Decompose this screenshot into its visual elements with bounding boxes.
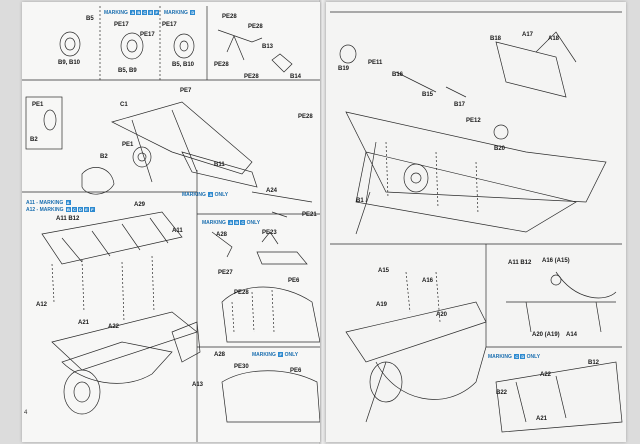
- part-pe6: PE6: [288, 278, 300, 284]
- right-instruction-page: B19 PE11 B18 A17 A18 B16 B15 B17 PE12 B2…: [326, 2, 626, 442]
- part-b12: B12: [588, 360, 600, 366]
- part-pe7: PE7: [180, 88, 192, 94]
- part-b13: B13: [262, 44, 274, 50]
- right-page-drawings: [330, 11, 623, 433]
- part-a15: A15: [378, 268, 390, 274]
- part-b19: B19: [338, 66, 350, 72]
- part-a19: A19: [376, 302, 388, 308]
- part-pe21: PE21: [302, 212, 317, 218]
- part-b9-b10: B9, B10: [58, 60, 81, 66]
- part-b16: B16: [392, 72, 404, 78]
- part-b15: B15: [422, 92, 434, 98]
- part-pe27: PE27: [218, 270, 233, 276]
- page-number: 4: [24, 410, 28, 416]
- part-pe1-b: PE1: [122, 142, 134, 148]
- part-a21: A21: [536, 416, 548, 422]
- part-pe12: PE12: [466, 118, 481, 124]
- part-a22: A22: [540, 372, 552, 378]
- part-pe6-b: PE6: [290, 368, 302, 374]
- part-a20-a19: A20 (A19): [532, 332, 560, 338]
- part-a16: A16: [422, 278, 434, 284]
- part-pe28-e: PE28: [298, 114, 313, 120]
- part-pe17-b: PE17: [140, 32, 155, 38]
- part-b5-b9: B5, B9: [118, 68, 137, 74]
- part-pe28-b: PE28: [248, 24, 263, 30]
- part-pe1: PE1: [32, 102, 44, 108]
- part-a13: A13: [192, 382, 204, 388]
- part-b11: B11: [214, 162, 225, 168]
- part-pe28-d: PE28: [244, 74, 259, 80]
- part-pe28-f: PE28: [234, 290, 249, 296]
- part-pe30: PE30: [234, 364, 249, 370]
- part-a24: A24: [266, 188, 278, 194]
- part-a16-a15: A16 (A15): [542, 258, 570, 264]
- part-a20: A20: [436, 312, 448, 318]
- part-a14: A14: [566, 332, 578, 338]
- part-a11-b12: A11 B12: [56, 216, 80, 222]
- part-a28: A28: [216, 232, 228, 238]
- part-a11-b12: A11 B12: [508, 260, 532, 266]
- part-b5: B5: [86, 16, 94, 22]
- part-b2: B2: [30, 137, 38, 143]
- part-b5-b10: B5, B10: [172, 62, 195, 68]
- part-a28-b: A28: [214, 352, 226, 358]
- part-b18: B18: [490, 36, 502, 42]
- part-pe28-c: PE28: [214, 62, 229, 68]
- part-pe28-a: PE28: [222, 14, 237, 20]
- part-pe11: PE11: [368, 60, 383, 66]
- part-b20: B20: [494, 146, 506, 152]
- part-pe17-c: PE17: [162, 22, 177, 28]
- marking-only-1: MARKING A ONLY: [182, 192, 229, 198]
- marking-only-3: MARKING F ONLY: [252, 352, 299, 358]
- part-a12: A12: [36, 302, 48, 308]
- part-pe23: PE23: [262, 230, 277, 236]
- marking-label-top-2: MARKING D: [164, 10, 196, 16]
- part-b1: B1: [356, 198, 364, 204]
- part-a17: A17: [522, 32, 534, 38]
- part-a22: A22: [108, 324, 120, 330]
- book-spine: [319, 0, 327, 444]
- part-a18: A18: [548, 36, 560, 42]
- marking-a11: A11 - MARKING A: [26, 200, 71, 206]
- left-page-drawings: [22, 6, 320, 442]
- part-b17: B17: [454, 102, 466, 108]
- part-b14: B14: [290, 74, 302, 80]
- part-a11: A11: [172, 228, 183, 234]
- part-a21: A21: [78, 320, 90, 326]
- part-c1: C1: [120, 102, 128, 108]
- part-a29: A29: [134, 202, 146, 208]
- part-b2-b: B2: [100, 154, 108, 160]
- part-b22: B22: [496, 390, 508, 396]
- part-pe17-a: PE17: [114, 22, 129, 28]
